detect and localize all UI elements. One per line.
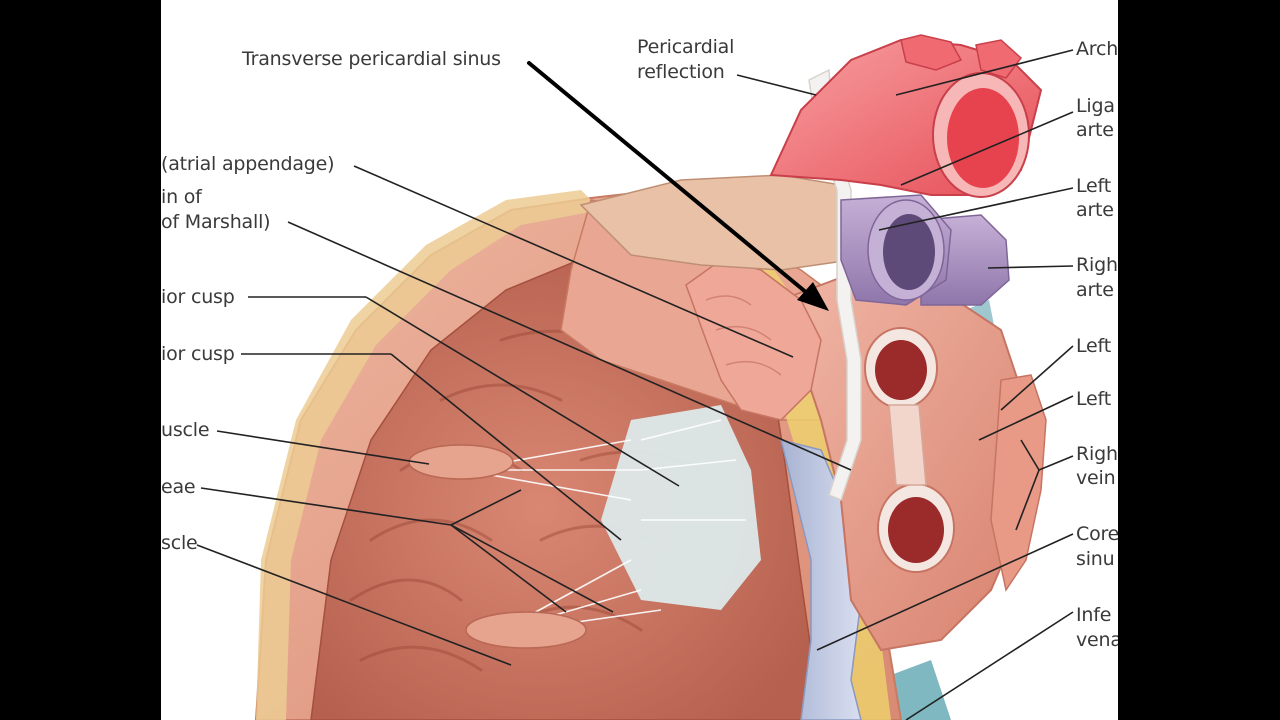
pericardial-fold-veins xyxy=(888,404,927,486)
appendage-folds xyxy=(705,295,782,376)
papillary-muscle-lower xyxy=(465,611,587,649)
label-right-artery-line1: Righ xyxy=(1076,254,1118,276)
valve-leaflet xyxy=(601,405,761,610)
label-chordae: eae xyxy=(161,476,196,498)
label-left-artery-line1: Left xyxy=(1076,175,1111,197)
label-transverse-pericardial-sinus: Transverse pericardial sinus xyxy=(242,48,501,70)
label-papillary-muscle-lower: scle xyxy=(161,532,198,554)
heart-illustration xyxy=(196,34,1074,720)
label-inferior-vena-cava-line1: Infe xyxy=(1076,604,1112,626)
atrium-right-lobe xyxy=(990,374,1047,592)
papillary-muscle-upper xyxy=(408,444,514,480)
label-ligament-line1: Liga xyxy=(1076,95,1115,117)
pulmonary-artery-left xyxy=(840,194,952,306)
label-left-vein-lower: Left xyxy=(1076,388,1111,410)
label-left-artery-line2: arte xyxy=(1076,199,1114,221)
pulmonary-vein-lower xyxy=(877,483,955,573)
arch-branch xyxy=(900,34,963,71)
anatomy-plate: Transverse pericardial sinus Pericardial… xyxy=(161,0,1118,720)
label-papillary-muscle-upper: uscle xyxy=(161,419,210,441)
label-left-vein-upper: Left xyxy=(1076,335,1111,357)
label-pericardial-reflection-line1: Pericardial xyxy=(637,36,735,58)
transverse-sinus-arrow xyxy=(527,61,829,311)
aorta-lumen xyxy=(932,72,1030,198)
label-coronary-sinus-line1: Core xyxy=(1076,523,1118,545)
chordae-tendineae xyxy=(490,419,746,631)
label-atrial-appendage: (atrial appendage) xyxy=(161,153,335,175)
label-right-veins-line1: Righ xyxy=(1076,443,1118,465)
label-inferior-vena-cava-line2: vena xyxy=(1076,629,1118,651)
label-vein-of-line2: of Marshall) xyxy=(161,211,271,233)
leader-lines xyxy=(196,49,1074,720)
label-right-artery-line2: arte xyxy=(1076,279,1114,301)
label-posterior-cusp: ior cusp xyxy=(161,343,235,365)
pulmonary-vein-upper xyxy=(864,327,938,409)
label-coronary-sinus-line2: sinu xyxy=(1076,548,1115,570)
label-right-veins-line2: vein xyxy=(1076,467,1116,489)
label-vein-of-line1: in of xyxy=(161,186,202,208)
arch-branch-2 xyxy=(975,39,1023,79)
label-anterior-cusp: ior cusp xyxy=(161,286,235,308)
label-arch: Arch xyxy=(1076,38,1118,60)
label-ligament-line2: arte xyxy=(1076,119,1114,141)
label-pericardial-reflection-line2: reflection xyxy=(637,61,725,83)
